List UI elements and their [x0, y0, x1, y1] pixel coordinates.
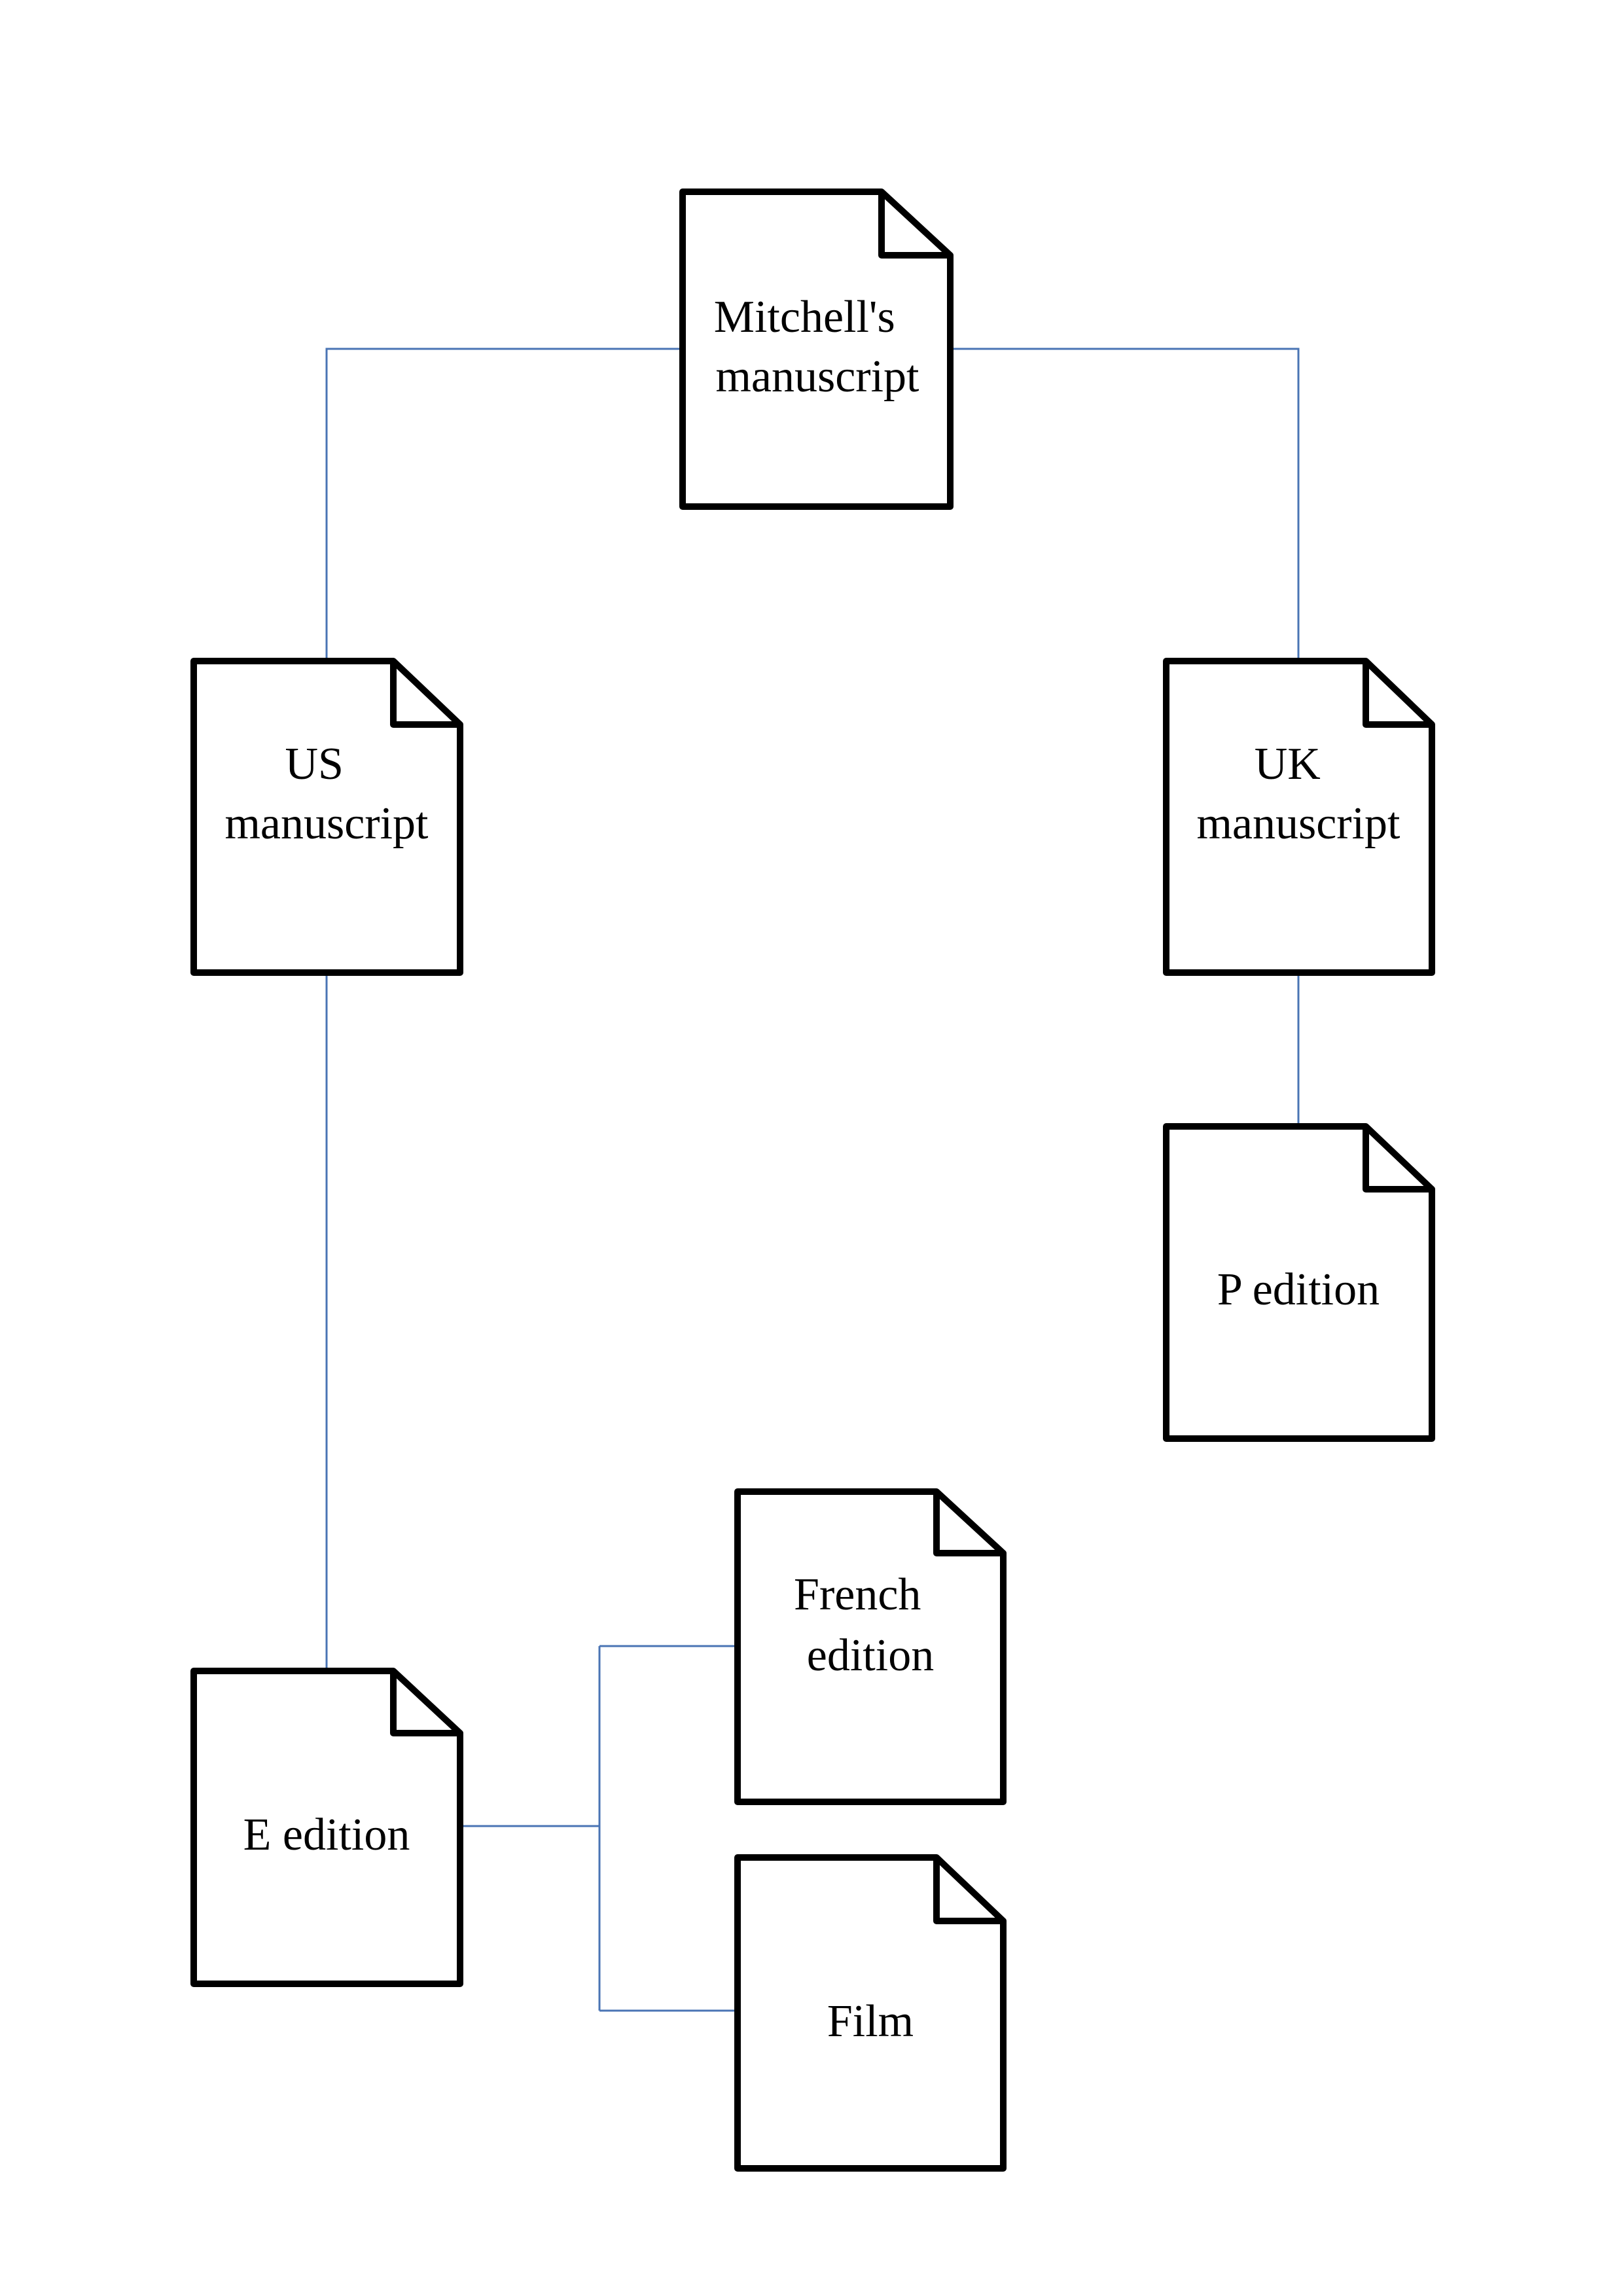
connector-e-edition-to-french-and-film: [460, 1645, 738, 2012]
document-icon: [1163, 658, 1435, 976]
node-label: Film: [827, 1996, 914, 2047]
node-label: UK manuscript: [1196, 739, 1400, 849]
node-label-line-2: edition: [807, 1630, 934, 1681]
node-label-line-2: manuscript: [1196, 798, 1400, 849]
node-label: US manuscript: [224, 739, 429, 849]
document-icon: [734, 1854, 1007, 2172]
document-node-p-edition: P edition: [1163, 1123, 1435, 1442]
connector-mitchell-to-uk: [950, 348, 1300, 661]
document-node-us-manuscript: US manuscript: [190, 658, 463, 976]
node-label: P edition: [1217, 1265, 1380, 1315]
document-node-e-edition: E edition: [190, 1668, 463, 1987]
document-icon: [734, 1488, 1007, 1805]
node-label-line-1: US: [285, 739, 344, 789]
connector-mitchell-to-us: [325, 348, 683, 661]
node-label: Mitchell's manuscript: [714, 292, 919, 402]
document-node-film: Film: [734, 1854, 1007, 2172]
document-node-mitchells-manuscript: Mitchell's manuscript: [679, 188, 954, 510]
node-label-line-2: manuscript: [224, 798, 429, 849]
document-icon: [190, 1668, 463, 1987]
document-icon: [1163, 1123, 1435, 1442]
connectors: [325, 348, 1300, 2012]
document-node-uk-manuscript: UK manuscript: [1163, 658, 1435, 976]
node-label-line-2: manuscript: [715, 351, 919, 402]
document-node-french-edition: French edition: [734, 1488, 1007, 1805]
node-label-line-1: UK: [1255, 739, 1321, 789]
document-icon: [190, 658, 463, 976]
node-label-line-1: Mitchell's: [714, 292, 895, 342]
node-label: E edition: [243, 1810, 410, 1860]
node-label: French edition: [794, 1570, 934, 1681]
node-label-line-1: French: [794, 1570, 921, 1620]
document-icon: [679, 188, 954, 510]
